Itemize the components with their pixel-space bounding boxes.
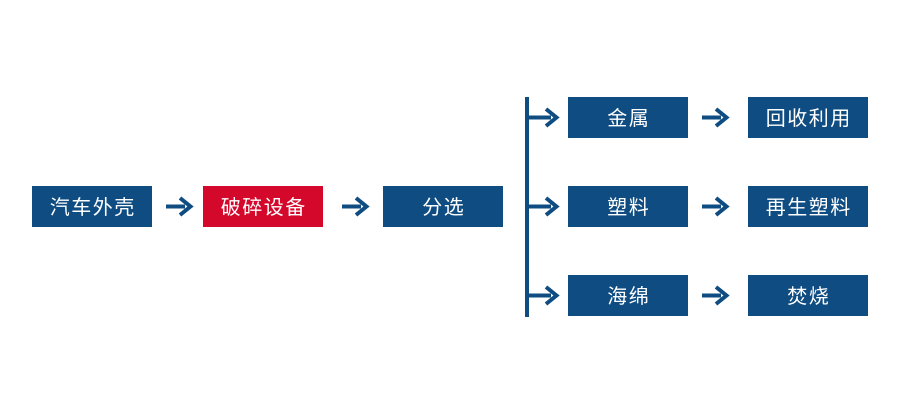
arrow-right-icon-metal-to-recycle [699,97,733,138]
node-metal[interactable]: 金属 [568,97,688,138]
node-incineration[interactable]: 焚烧 [748,275,868,316]
arrow-right-icon-shell-to-crusher [163,186,197,227]
branch-arrow-icon-plastic [525,186,565,227]
node-sorting[interactable]: 分选 [383,186,503,227]
branch-arrow-icon-metal [525,97,565,138]
node-recycling-reuse[interactable]: 回收利用 [748,97,868,138]
node-crushing-equipment[interactable]: 破碎设备 [203,186,323,227]
branch-arrow-icon-sponge [525,275,565,316]
node-sponge-label: 海绵 [607,283,651,308]
node-plastic-label: 塑料 [607,194,651,219]
node-sorting-label: 分选 [422,194,466,219]
node-crushing-equipment-label: 破碎设备 [220,194,307,219]
node-regenerated-plastic[interactable]: 再生塑料 [748,186,868,227]
node-regenerated-plastic-label: 再生塑料 [765,194,852,219]
arrow-right-icon-crusher-to-sorting [339,186,373,227]
node-automobile-shell-label: 汽车外壳 [49,194,136,219]
node-automobile-shell[interactable]: 汽车外壳 [32,186,152,227]
node-incineration-label: 焚烧 [787,283,831,308]
node-recycling-reuse-label: 回收利用 [765,105,852,130]
arrow-right-icon-sponge-to-incineration [699,275,733,316]
node-plastic[interactable]: 塑料 [568,186,688,227]
arrow-right-icon-plastic-to-regenerated [699,186,733,227]
node-sponge[interactable]: 海绵 [568,275,688,316]
node-metal-label: 金属 [607,105,651,130]
